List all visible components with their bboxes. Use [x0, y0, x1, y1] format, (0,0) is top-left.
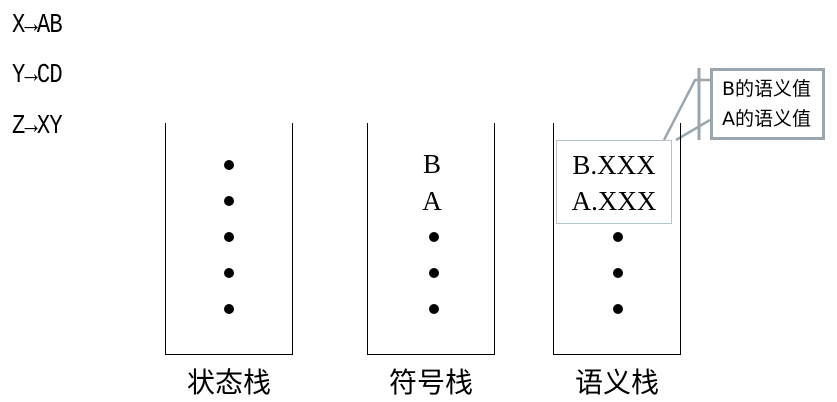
semantic-stack-label: 语义栈	[574, 366, 659, 399]
state-stack	[165, 123, 293, 355]
semantic-entry-a: A.XXX	[571, 186, 657, 216]
stack-dot	[224, 160, 234, 170]
semantic-value-callout: B的语义值 A的语义值	[710, 68, 825, 140]
stack-dot	[613, 268, 623, 278]
stack-dot	[429, 268, 439, 278]
semantic-values-box: B.XXX A.XXX	[556, 140, 672, 224]
symbol-stack: B A	[367, 123, 495, 355]
stack-dot	[224, 304, 234, 314]
stack-dot	[429, 304, 439, 314]
rule-1: X→AB	[12, 11, 63, 41]
stack-dot	[613, 304, 623, 314]
symbol-stack-label: 符号栈	[388, 366, 473, 399]
callout-line-b: B的语义值	[722, 78, 812, 100]
stack-dot	[429, 232, 439, 242]
stack-dot	[224, 268, 234, 278]
rule-2: Y→CD	[12, 61, 63, 91]
stack-dot	[224, 196, 234, 206]
stack-dot	[224, 232, 234, 242]
stack-dot	[613, 232, 623, 242]
callout-line-a: A的语义值	[722, 108, 811, 130]
symbol-entry-a: A	[422, 186, 442, 216]
rule-3: Z→XY	[12, 112, 63, 142]
semantic-stack	[553, 123, 681, 355]
semantic-entry-b: B.XXX	[572, 150, 656, 180]
symbol-entry-b: B	[422, 149, 441, 179]
state-stack-label: 状态栈	[186, 366, 271, 399]
